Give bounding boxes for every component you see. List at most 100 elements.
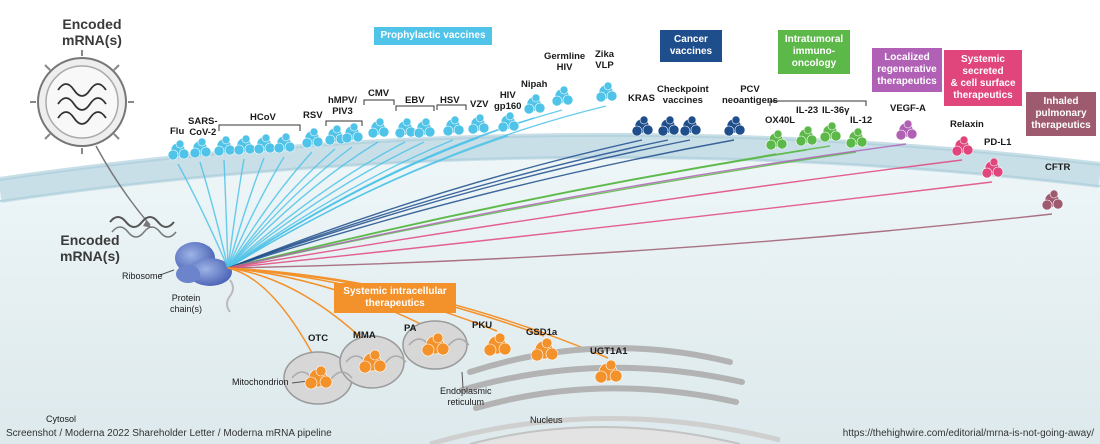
mrna-strand bbox=[109, 216, 175, 228]
protein-vzv-icon bbox=[467, 113, 490, 135]
protein-ebv1-icon bbox=[394, 117, 417, 139]
protein-hsv-icon bbox=[442, 115, 465, 137]
arrow-hcov1 bbox=[223, 159, 229, 269]
arrow-zika bbox=[227, 105, 607, 269]
target-il-12: IL-12 bbox=[850, 115, 873, 126]
target-hcov: HCoV bbox=[250, 112, 276, 123]
protein-hcov2-icon bbox=[233, 134, 256, 156]
arrow-hcov3 bbox=[227, 157, 265, 269]
arrow-hcov2 bbox=[227, 158, 245, 269]
protein-flu-icon bbox=[167, 139, 190, 161]
arrow-rsv bbox=[227, 151, 313, 269]
footer-url: https://thehighwire.com/editorial/mrna-i… bbox=[842, 428, 1094, 439]
protein-gsd1a-icon bbox=[530, 337, 559, 362]
label-mitochondrion: Mitochondrion bbox=[232, 377, 289, 387]
target-ebv: EBV bbox=[405, 95, 425, 106]
arrow-ebv2 bbox=[227, 141, 425, 269]
arrow-pdl1 bbox=[227, 181, 993, 269]
arrow-sars bbox=[199, 161, 229, 269]
target-nipah: Nipah bbox=[521, 79, 548, 90]
target-relaxin: Relaxin bbox=[950, 119, 984, 130]
translation-arrows bbox=[177, 105, 1053, 365]
target-mma: MMA bbox=[353, 330, 376, 341]
arrow-hmpv2 bbox=[227, 146, 353, 269]
protein-cftr-icon bbox=[1041, 189, 1064, 211]
arrow-vegfa bbox=[227, 143, 907, 269]
label-cytosol: Cytosol bbox=[46, 414, 77, 424]
cell-membrane bbox=[0, 132, 1100, 203]
arrow-hsv bbox=[227, 139, 454, 269]
protein-pa-icon bbox=[421, 332, 450, 357]
protein-zika-icon bbox=[595, 81, 618, 103]
virus-particle bbox=[30, 50, 134, 154]
target-pd-l1: PD-L1 bbox=[984, 137, 1012, 148]
arrow-hcov4 bbox=[227, 156, 285, 269]
group-brackets bbox=[218, 99, 867, 131]
protein-hcov4-icon bbox=[273, 132, 296, 154]
protein-nipah-icon bbox=[523, 93, 546, 115]
protein-ox40l-icon bbox=[765, 129, 788, 151]
protein-pdl1-icon bbox=[981, 157, 1004, 179]
ribosome-label: Ribosome bbox=[122, 271, 163, 281]
arrow-kras bbox=[227, 139, 643, 269]
protein-germline-icon bbox=[551, 85, 574, 107]
protein-ckpt1-icon bbox=[657, 115, 680, 137]
nucleus bbox=[429, 415, 781, 444]
target-cftr: CFTR bbox=[1045, 162, 1071, 173]
protein-kras-icon bbox=[631, 115, 654, 137]
target-il-36y: IL-36γ bbox=[822, 105, 850, 116]
target-vegf-a: VEGF-A bbox=[890, 103, 926, 114]
protein-cmv-icon bbox=[367, 117, 390, 139]
target-cmv: CMV bbox=[368, 88, 390, 99]
arrow-ckpt2 bbox=[227, 139, 691, 269]
protein-il23-icon bbox=[795, 125, 818, 147]
arrow-hmpv1 bbox=[227, 148, 336, 269]
arrow-otc bbox=[227, 267, 319, 365]
protein-hiv-icon bbox=[497, 111, 520, 133]
target-vzv: VZV bbox=[470, 99, 489, 110]
target-hsv: HSV bbox=[440, 95, 460, 106]
category-prophylactic-vaccines: Prophylactic vaccines bbox=[374, 27, 492, 45]
arrow-ebv1 bbox=[227, 141, 406, 269]
target-pa: PA bbox=[404, 323, 417, 334]
protein-pcv-icon bbox=[723, 115, 746, 137]
arrow-cftr bbox=[227, 213, 1053, 269]
protein-vegfa-icon bbox=[895, 119, 918, 141]
target-rsv: RSV bbox=[303, 110, 323, 121]
protein-ckpt2-icon bbox=[679, 115, 702, 137]
arrow-relaxin bbox=[227, 159, 963, 269]
target-flu: Flu bbox=[170, 126, 185, 137]
cytosol-area bbox=[0, 145, 1100, 444]
protein-pku-icon bbox=[483, 332, 512, 357]
protein-mma-icon bbox=[358, 349, 387, 374]
target-hmpv-piv3: hMPV/PIV3 bbox=[328, 95, 358, 117]
protein-rsv-icon bbox=[301, 127, 324, 149]
protein-hmpv2-icon bbox=[341, 122, 364, 144]
protein-hmpv1-icon bbox=[324, 124, 347, 146]
ribosome-icon bbox=[175, 242, 232, 286]
arrow-cmv bbox=[227, 141, 379, 269]
target-il-23: IL-23 bbox=[796, 105, 819, 116]
protein-ebv2-icon bbox=[413, 117, 436, 139]
protein-relaxin-icon bbox=[951, 135, 974, 157]
protein-hcov3-icon bbox=[253, 133, 276, 155]
target-kras: KRAS bbox=[628, 93, 655, 104]
arrow-ckpt1 bbox=[227, 139, 669, 269]
arrow-pcv bbox=[227, 139, 735, 269]
protein-otc-icon bbox=[304, 365, 333, 390]
target-otc: OTC bbox=[308, 333, 329, 344]
target-pku: PKU bbox=[472, 320, 493, 331]
target-ox40l: OX40L bbox=[765, 115, 796, 126]
